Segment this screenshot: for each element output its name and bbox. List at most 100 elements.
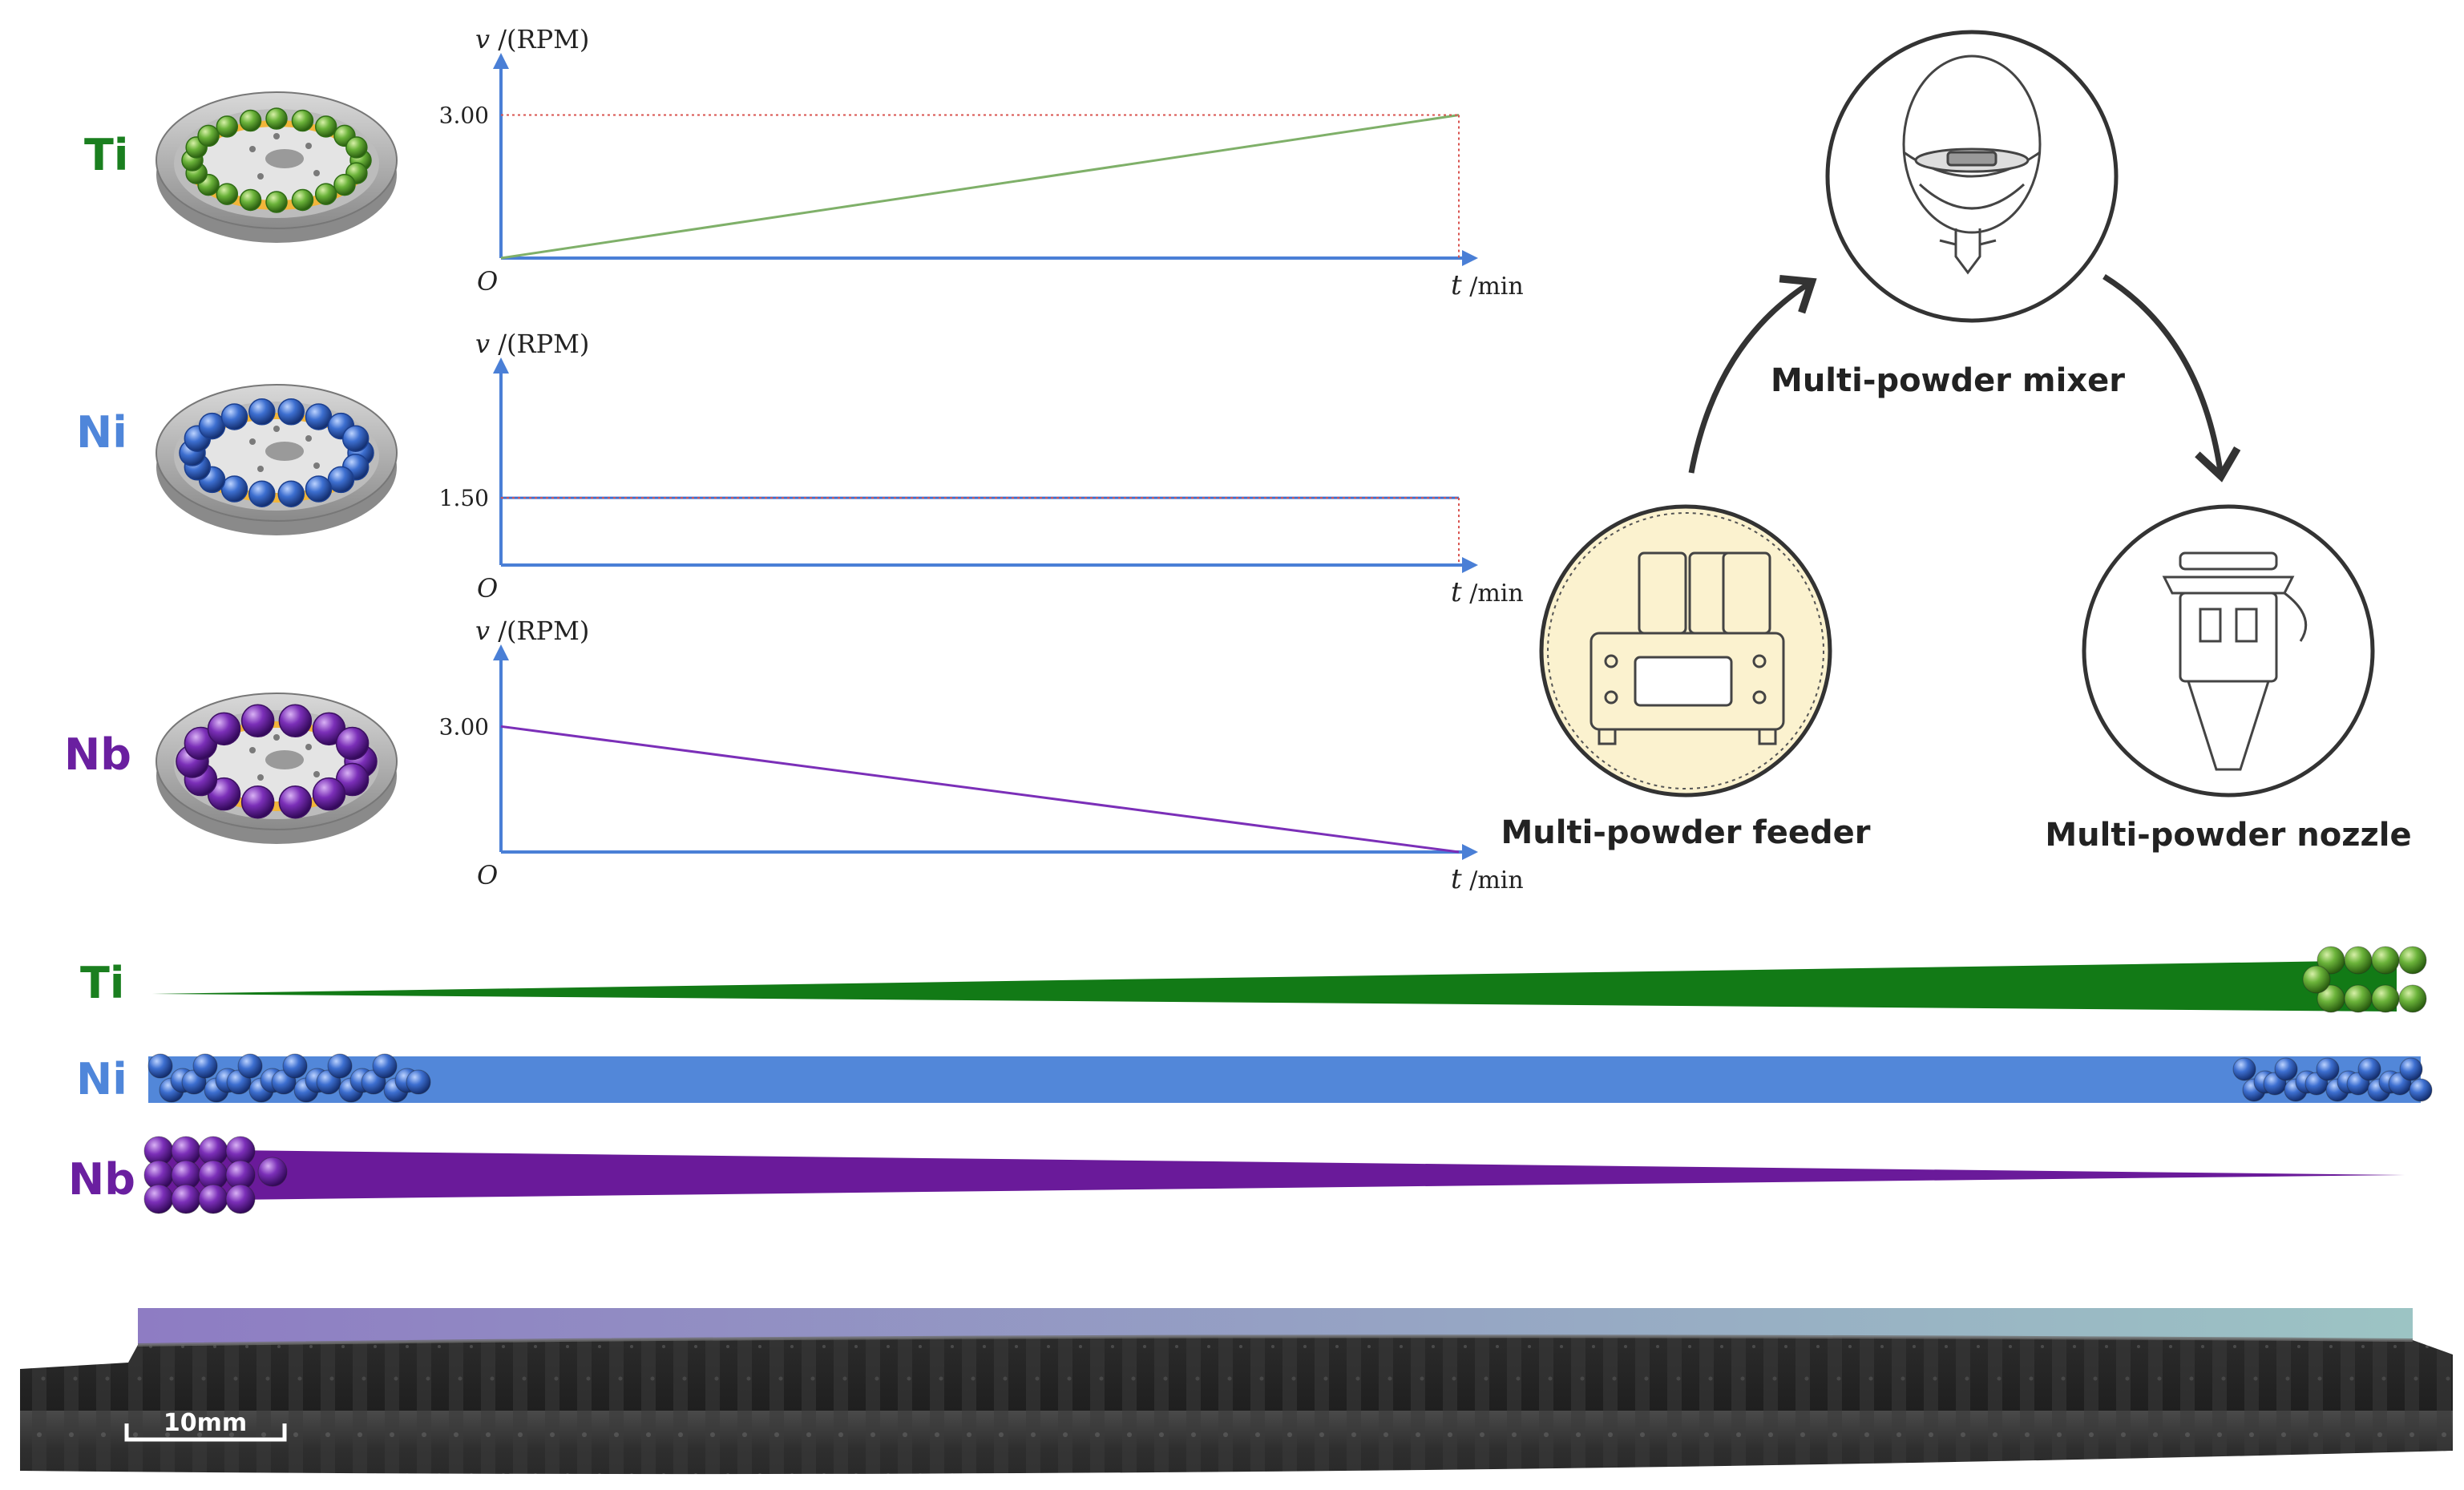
powder-particle: [225, 1184, 256, 1214]
powder-particle: [2398, 946, 2427, 975]
powder-particle: [2302, 965, 2331, 994]
feeder-label: Multi-powder feeder: [1501, 814, 1870, 851]
powder-particle: [406, 1069, 431, 1095]
powder-particle: [171, 1184, 201, 1214]
powder-particle: [2344, 946, 2373, 975]
speed-chart-ti: 3.00 v /(RPM) t /min O: [439, 24, 1524, 301]
powder-particle: [240, 704, 275, 738]
powder-particle: [240, 785, 275, 819]
y-tick-label: 1.50: [439, 485, 489, 511]
powder-particle: [147, 1053, 173, 1079]
y-axis-label: v /(RPM): [475, 24, 589, 55]
powder-particle: [2398, 984, 2427, 1013]
ni-constant-bar: [148, 1056, 2421, 1103]
x-axis-label: t /min: [1451, 576, 1524, 608]
powder-particle: [305, 475, 333, 503]
powder-particle: [277, 398, 305, 426]
powder-particle: [327, 1053, 353, 1079]
particle-cluster-ni: [147, 1053, 431, 1103]
origin-label: O: [477, 266, 498, 297]
powder-particle: [248, 398, 276, 426]
deposited-track: [20, 1336, 2453, 1475]
feeder-icon: [1589, 551, 1785, 745]
y-axis-label: v /(RPM): [475, 616, 589, 646]
powder-particle: [237, 1053, 263, 1079]
powder-dish-ni: [156, 384, 398, 535]
powder-particle: [2371, 984, 2400, 1013]
series-line: [500, 114, 1460, 260]
nozzle-icon: [2162, 551, 2308, 771]
powder-particle: [278, 785, 313, 819]
bar-label-nb: Nb: [68, 1154, 135, 1205]
powder-particle: [192, 1053, 218, 1079]
powder-particle: [277, 480, 305, 507]
powder-particle: [265, 191, 288, 213]
powder-particle: [239, 109, 262, 132]
powder-particle: [216, 183, 239, 205]
element-label-ti: Ti: [84, 130, 128, 180]
powder-particle: [314, 183, 337, 205]
flow-diagram: Multi-powder mixer Multi-powder feeder: [1501, 30, 2412, 854]
powder-particle: [2357, 1057, 2381, 1081]
powder-particle: [207, 712, 241, 746]
nb-gradient-wedge: [156, 1149, 2405, 1201]
powder-dish-ti: [156, 91, 398, 243]
speed-chart-ni: 1.50 v /(RPM) t /min O: [439, 329, 1524, 608]
speed-chart-nb: 3.00 v /(RPM) t /min O: [439, 616, 1524, 895]
scale-bar: 10mm: [124, 1409, 287, 1442]
powder-particle: [257, 1157, 288, 1187]
y-tick-label: 3.00: [439, 713, 489, 740]
powder-particle: [216, 115, 239, 138]
powder-particle: [265, 107, 288, 130]
particle-cluster-ni: [2232, 1057, 2433, 1102]
y-axis-label: v /(RPM): [475, 329, 589, 359]
powder-particle: [2409, 1078, 2433, 1102]
powder-particle: [278, 704, 313, 738]
arrow-mixer-to-nozzle: [2102, 274, 2241, 483]
powder-particle: [341, 425, 370, 452]
powder-particle: [314, 115, 337, 138]
nozzle-label: Multi-powder nozzle: [2045, 817, 2411, 854]
powder-particle: [2274, 1057, 2298, 1081]
origin-label: O: [477, 573, 498, 604]
powder-particle: [198, 1184, 228, 1214]
powder-particle: [333, 173, 356, 196]
scale-bar-label: 10mm: [164, 1409, 247, 1437]
powder-particle: [291, 188, 314, 212]
powder-dish-nb: [156, 693, 398, 844]
powder-particle: [2316, 1057, 2340, 1081]
particle-cluster-nb: [143, 1136, 288, 1214]
sample-photo: 10mm: [20, 1308, 2453, 1475]
bar-label-ti: Ti: [80, 958, 124, 1008]
powder-particle: [248, 480, 276, 507]
particle-cluster-ti: [2302, 946, 2427, 1013]
x-axis-label: t /min: [1451, 269, 1524, 301]
powder-particle: [2232, 1057, 2256, 1081]
y-tick-label: 3.00: [439, 103, 489, 129]
series-line: [500, 725, 1460, 854]
bar-label-ni: Ni: [76, 1054, 127, 1104]
powder-particle: [197, 124, 220, 147]
composition-bars: Ti Ni Nb: [68, 946, 2433, 1214]
powder-particle: [143, 1184, 174, 1214]
powder-particle: [335, 726, 370, 761]
powder-particle: [220, 403, 248, 430]
element-label-ni: Ni: [76, 407, 127, 458]
powder-particle: [372, 1053, 398, 1079]
powder-particle: [2344, 984, 2373, 1013]
mixer-label: Multi-powder mixer: [1771, 362, 2125, 399]
arrow-feeder-to-mixer: [1688, 274, 1817, 474]
origin-label: O: [477, 860, 498, 890]
ti-gradient-wedge: [152, 960, 2397, 1012]
powder-particle: [2399, 1057, 2423, 1081]
powder-particle: [312, 777, 346, 811]
powder-particle: [282, 1053, 308, 1079]
element-label-nb: Nb: [64, 729, 131, 780]
powder-particle: [345, 136, 368, 159]
powder-particle: [239, 188, 262, 212]
powder-particle: [291, 109, 314, 132]
powder-particle: [2371, 946, 2400, 975]
mixer-icon: [1902, 55, 2042, 275]
x-axis-label: t /min: [1451, 863, 1524, 895]
